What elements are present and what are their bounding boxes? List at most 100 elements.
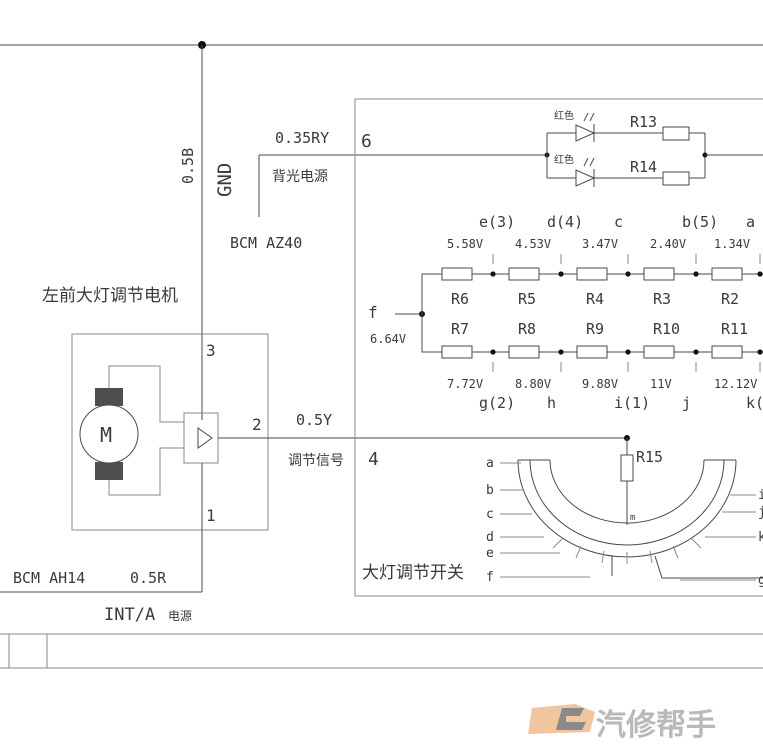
bottom-row-voltage-5: 12.12V: [714, 377, 757, 391]
bottom-row-node-label-4: j: [682, 394, 691, 412]
bottom-row-voltage-4: 11V: [650, 377, 672, 391]
resistor-r14: [662, 171, 690, 186]
bottom-row-node-2: [558, 349, 564, 355]
bottom-row-voltage-1: 7.72V: [447, 377, 483, 391]
watermark: 汽修帮手: [528, 704, 716, 743]
led2-diode-icon: [575, 169, 596, 187]
arc-right-label-3: k: [758, 530, 763, 545]
r13-label: R13: [630, 113, 657, 131]
top-row-node-3: [625, 271, 631, 277]
motor-box: [71, 333, 269, 531]
bottom-row-node-1: [490, 349, 496, 355]
top-row-voltage-4: 2.40V: [650, 237, 686, 251]
led1-emission-icon: [583, 112, 595, 122]
wiper-label: m: [630, 513, 635, 523]
bottom-row-node-label-3: i(1): [614, 394, 650, 412]
r15-label: R15: [636, 448, 663, 466]
top-row-voltage-1: 5.58V: [447, 237, 483, 251]
bottom-row-res-label-1: R7: [451, 320, 469, 338]
backlight-wire-name: 背光电源: [272, 169, 328, 185]
switch-box: [354, 98, 763, 597]
signal-wire-name: 调节信号: [288, 453, 344, 469]
bcm-power-connector: BCM AH14: [13, 569, 85, 587]
led2-color: 红色: [554, 153, 574, 166]
bottom-row-resistor-3: [576, 345, 608, 359]
top-row-res-label-4: R3: [653, 290, 671, 308]
gnd-label: GND: [214, 163, 236, 197]
resistor-r13: [662, 126, 690, 141]
motor-pin-1: 1: [206, 506, 216, 525]
bottom-row-res-label-4: R10: [653, 320, 680, 338]
backlight-wire-size: 0.35RY: [275, 129, 329, 147]
arc-tail-right: [654, 555, 763, 579]
gnd-wire-size: 0.5B: [179, 148, 197, 184]
bottom-row-resistor-4: [643, 345, 675, 359]
motor-pin-3: 3: [206, 341, 216, 360]
node-f-voltage: 6.64V: [370, 332, 406, 346]
power-wire-size: 0.5R: [130, 569, 167, 587]
arc-spokes: [552, 537, 702, 564]
motor-driver-amplifier: [197, 427, 213, 449]
top-row-res-label-2: R5: [518, 290, 536, 308]
bottom-row-node-3: [625, 349, 631, 355]
top-row-node-2: [558, 271, 564, 277]
motor-lead-top: [108, 365, 184, 423]
top-row-node-label-2: d(4): [547, 213, 583, 231]
led1-color: 红色: [554, 109, 574, 122]
arc-left-label-3: c: [486, 507, 494, 522]
bottom-row-res-label-2: R8: [518, 320, 536, 338]
power-name: INT/A: [104, 605, 155, 625]
divider-left-rail: [421, 273, 442, 353]
top-row-node-label-4: b(5): [682, 213, 718, 231]
top-row-resistor-4: [643, 267, 675, 281]
resistor-r15: [620, 454, 634, 482]
bottom-row-node-5: [757, 349, 763, 355]
top-row-node-label-5: a: [746, 213, 755, 231]
motor-brush-top: [95, 388, 123, 406]
top-row-res-label-3: R4: [586, 290, 604, 308]
top-row-res-label-5: R2: [721, 290, 739, 308]
bottom-row-res-label-3: R9: [586, 320, 604, 338]
led2-emission-icon: [583, 157, 595, 167]
motor-pin-2: 2: [252, 415, 262, 434]
motor-driver-block: [183, 412, 219, 464]
signal-wire-size: 0.5Y: [296, 411, 332, 429]
bcm-backlight-connector: BCM AZ40: [230, 234, 302, 252]
arc-left-label-5: e: [486, 546, 494, 561]
top-row-resistor-5: [711, 267, 743, 281]
top-row-node-5: [757, 271, 763, 277]
switch-title: 大灯调节开关: [362, 563, 464, 583]
power-name-suffix: 电源: [168, 609, 192, 623]
top-row-voltage-2: 4.53V: [515, 237, 551, 251]
arc-left-label-6: f: [486, 570, 494, 585]
watermark-logo-mark: [556, 708, 586, 730]
top-row-node-label-1: e(3): [479, 213, 515, 231]
backlight-pin-number: 6: [361, 131, 372, 152]
node-f-label: f: [368, 303, 378, 322]
arc-inner: [549, 459, 705, 524]
arc-right-label-1: i: [758, 488, 763, 503]
arc-left-label-2: b: [486, 483, 494, 498]
motor-brush-bottom: [95, 462, 123, 480]
arc-middle: [529, 459, 725, 546]
bottom-row-voltage-2: 8.80V: [515, 377, 551, 391]
top-row-node-4: [693, 271, 699, 277]
top-row-resistor-3: [576, 267, 608, 281]
bottom-row-voltage-3: 9.88V: [582, 377, 618, 391]
led1-diode-icon: [575, 124, 596, 142]
motor-armature: [79, 404, 139, 464]
top-row-resistor-2: [508, 267, 540, 281]
arc-left-label-4: d: [486, 530, 494, 545]
top-row-voltage-5: 1.34V: [714, 237, 750, 251]
arc-right-label-4: g: [758, 573, 763, 588]
watermark-brand: 汽修帮手: [596, 708, 716, 743]
bottom-row-node-label-1: g(2): [479, 394, 515, 412]
bottom-row-resistor-5: [711, 345, 743, 359]
arc-left-label-1: a: [486, 456, 494, 471]
bottom-row-resistor-1: [441, 345, 473, 359]
top-row-node-label-3: c: [614, 213, 623, 231]
resistor-ladder: R65.58Ve(3)R54.53Vd(4)R43.47VcR32.40Vb(5…: [441, 213, 763, 412]
